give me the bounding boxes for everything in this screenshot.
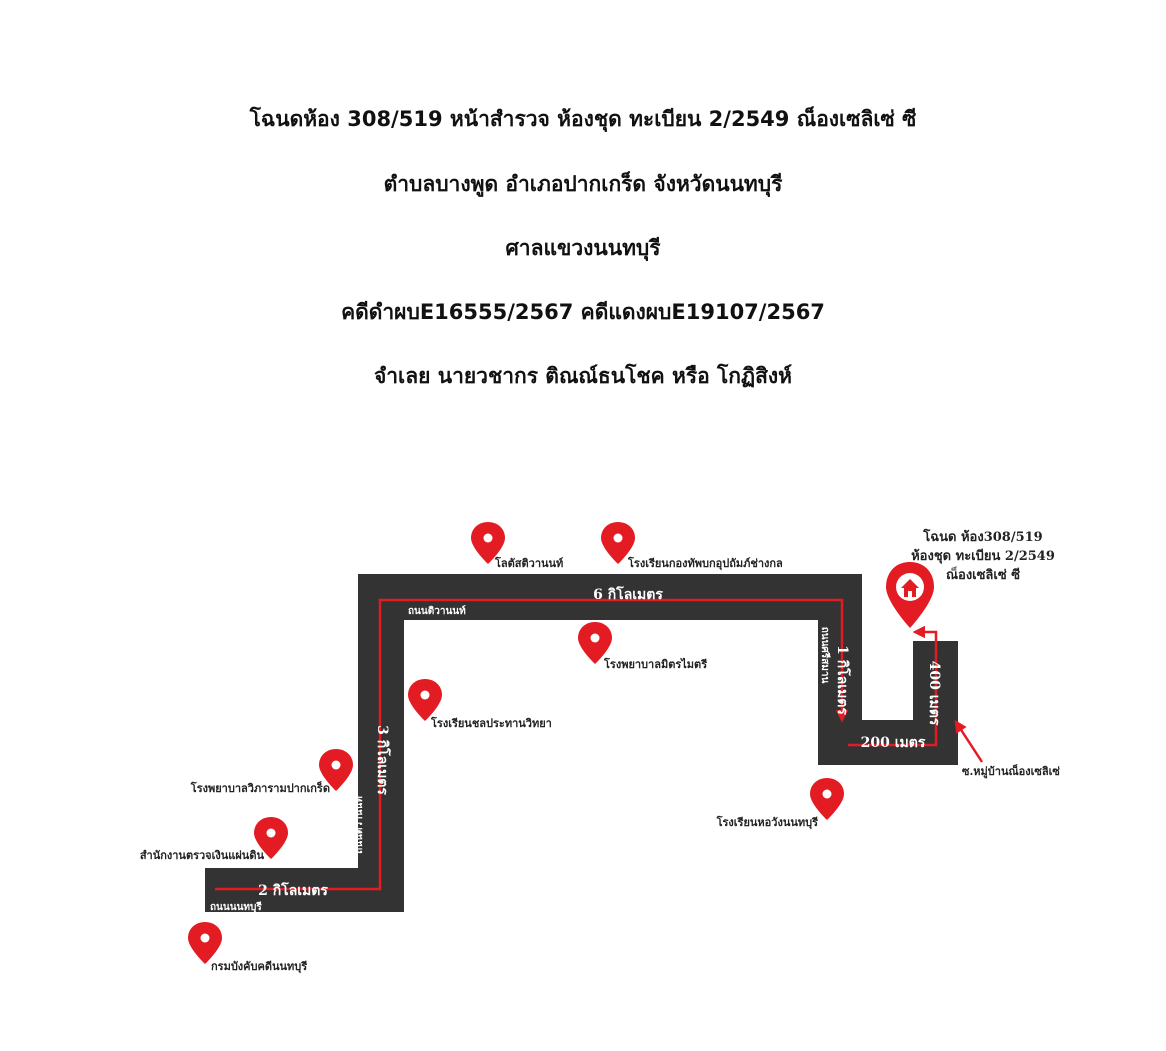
pin-icon-vibharam-hospital (319, 749, 353, 791)
destination-label-1: โฉนด ห้อง308/519 (922, 528, 1042, 545)
road-label-srisamarn: ถนนศรีสมาน (819, 627, 831, 684)
road-label-nonthaburi: ถนนนนทบุรี (210, 901, 262, 913)
distance-200m: 200 เมตร (861, 735, 926, 751)
poi-label-mitmaitri-hospital: โรงพยาบาลมิตรไมตรี (603, 657, 707, 671)
distance-3km: 3 กิโลเมตร (374, 725, 392, 795)
poi-label-lotus: โลตัสติวานนท์ (494, 556, 563, 570)
poi-label-cholprathan-school: โรงเรียนชลประทานวิทยา (430, 716, 552, 730)
road-label-tiwanon-vertical: ถนนติวานนท์ (353, 796, 365, 854)
poi-label-audit-office: สำนักงานตรวจเงินแผ่นดิน (140, 849, 265, 862)
pin-icon-enforcement-dept (188, 922, 222, 964)
defendant-line: จำเลย นายวชากร ติณณ์ธนโชค หรือ โกฏิสิงห์ (373, 364, 793, 388)
pin-icon-cholprathan-school (408, 679, 442, 721)
poi-label-army-school: โรงเรียนกองทัพบกอุปถัมภ์ช่างกล (627, 556, 783, 571)
case-number-line: คดีดำผบE16555/2567 คดีแดงผบE19107/2567 (341, 300, 825, 324)
pin-icon-hathawang-school (810, 778, 844, 820)
title-line-1: โฉนดห้อง 308/519 หน้าสำรวจ ห้องชุด ทะเบี… (249, 107, 917, 131)
poi-label-enforcement-dept: กรมบังคับคดีนนทบุรี (211, 960, 307, 974)
pin-icon-lotus (471, 522, 505, 564)
pin-icon-audit-office (254, 817, 288, 859)
poi-label-vibharam-hospital: โรงพยาบาลวิภารามปากเกร็ด (190, 781, 330, 795)
distance-400m: 400 เมตร (926, 661, 942, 726)
destination-label-2: ห้องชุด ทะเบียน 2/2549 (911, 548, 1055, 564)
route-line (215, 598, 849, 891)
road-label-tiwanon-horizontal: ถนนติวานนท์ (408, 605, 466, 617)
entrance-arrow (954, 719, 984, 763)
road-shape (205, 574, 958, 912)
distance-6km: 6 กิโลเมตร (593, 585, 663, 603)
pin-icon-army-school (601, 522, 635, 564)
route-line-2 (848, 625, 938, 747)
home-icon (886, 562, 934, 628)
entrance-label: ซ.หมู่บ้านณ็องเซลิเซ่ (962, 764, 1060, 779)
poi-label-hathawang-school: โรงเรียนหอวังนนทบุรี (716, 815, 818, 830)
pin-icon-mitmaitri-hospital (578, 622, 612, 664)
title-line-3: ศาลแขวงนนทบุรี (505, 236, 661, 260)
destination-label-3: ณ็องเซลิเซ่ ซี (946, 565, 1020, 583)
distance-2km: 2 กิโลเมตร (258, 881, 328, 899)
distance-1km: 1 กิโลเมตร (834, 645, 852, 715)
title-line-2: ตำบลบางพูด อำเภอปากเกร็ด จังหวัดนนทบุรี (383, 172, 783, 196)
